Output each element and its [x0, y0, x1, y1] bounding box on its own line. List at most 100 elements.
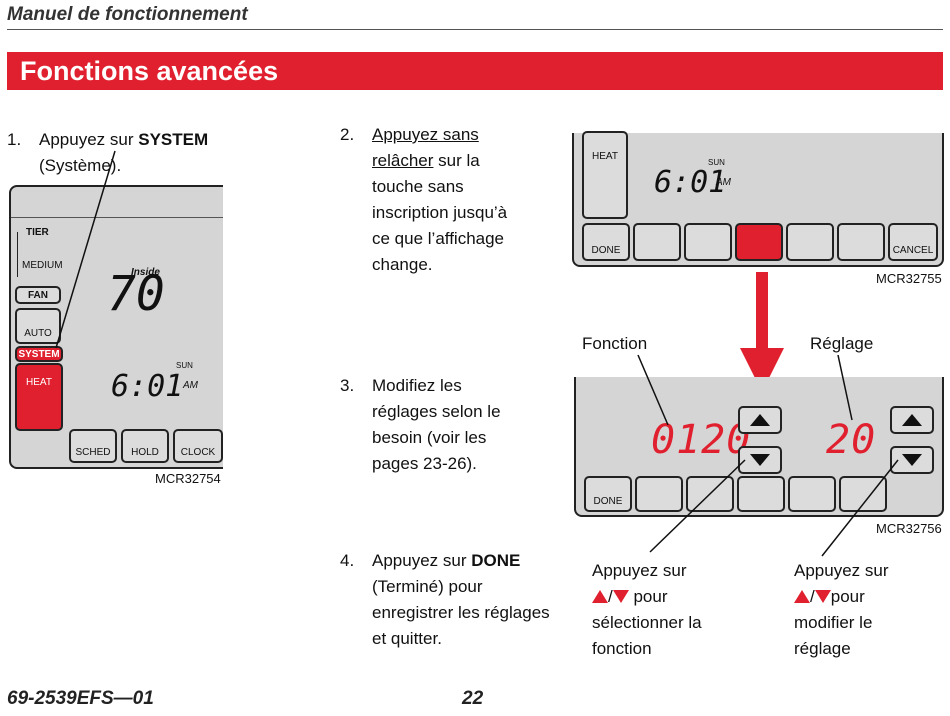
step-text: Appuyez sur DONE (Terminé) pour enregist…: [372, 548, 550, 652]
step-text-line: Appuyez sans: [372, 125, 479, 144]
step-text-line: (Terminé) pour: [372, 577, 483, 596]
step-text-part: Appuyez sur: [39, 130, 139, 149]
done-button[interactable]: DONE: [584, 476, 632, 512]
step-text-part: Appuyez sur: [372, 551, 472, 570]
triangle-up-icon: [592, 590, 608, 603]
heat-label: HEAT: [26, 377, 52, 388]
hold-button[interactable]: HOLD: [121, 429, 169, 463]
auto-label: AUTO: [24, 328, 52, 339]
step-text: Appuyez sans relâcher sur la touche sans…: [372, 122, 507, 278]
heat-mode-button[interactable]: HEAT: [582, 131, 628, 219]
thermostat-display-2: HEAT SUN 6:01 AM DONE CANCEL: [572, 131, 944, 267]
system-label: SYSTEM: [18, 348, 60, 360]
hold-label: HOLD: [131, 447, 159, 458]
step-text-line: pages 23-26).: [372, 454, 477, 473]
step-4: 4. Appuyez sur DONE (Terminé) pour enreg…: [340, 548, 580, 656]
system-keyword: SYSTEM: [138, 130, 209, 149]
done-keyword: DONE: [471, 551, 521, 570]
function-caption: Appuyez sur / pour sélectionner la fonct…: [592, 558, 762, 662]
caption-line: Appuyez sur: [592, 561, 687, 580]
system-button[interactable]: SYSTEM: [15, 346, 63, 362]
step-text-line: inscription jusqu’à: [372, 203, 508, 222]
heat-label: HEAT: [592, 151, 618, 162]
triangle-down-icon: [750, 454, 770, 466]
inside-label: Inside: [131, 267, 160, 278]
header-divider: [7, 29, 943, 30]
blank-button[interactable]: [684, 223, 732, 261]
day-label: SUN: [176, 361, 193, 370]
document-code: 69-2539EFS—01: [7, 688, 154, 709]
cancel-button[interactable]: CANCEL: [888, 223, 938, 261]
blank-button[interactable]: [839, 476, 887, 512]
section-banner: [7, 52, 943, 90]
done-label: DONE: [591, 245, 621, 256]
caption-line: sélectionner la: [592, 613, 702, 632]
clock-time: 6:01: [654, 165, 727, 200]
down-arrow-icon: [740, 272, 784, 392]
heat-mode-button[interactable]: HEAT: [15, 363, 63, 431]
clock-button[interactable]: CLOCK: [173, 429, 223, 463]
caption-line: réglage: [794, 639, 851, 658]
caption-line: Appuyez sur: [794, 561, 889, 580]
blank-button[interactable]: [737, 476, 785, 512]
setting-up-button[interactable]: [890, 406, 934, 434]
am-label: AM: [183, 380, 198, 391]
step-text-line: change.: [372, 255, 433, 274]
step-1: 1. Appuyez sur SYSTEM (Système).: [7, 127, 227, 181]
fan-button[interactable]: FAN: [15, 286, 61, 304]
blank-button[interactable]: [635, 476, 683, 512]
triangle-up-icon: [794, 590, 810, 603]
tier-bracket: [17, 232, 22, 277]
day-label: SUN: [708, 158, 725, 167]
inside-temperature: 70: [107, 266, 165, 322]
step-text-line: (Système).: [39, 156, 122, 175]
blank-button[interactable]: [686, 476, 734, 512]
caption-line: modifier le: [794, 613, 873, 632]
tier-label: TIER: [26, 227, 49, 238]
figure-code-1: MCR32754: [155, 471, 221, 486]
step-text-line: et quitter.: [372, 629, 442, 648]
unlabeled-hold-button[interactable]: [735, 223, 783, 261]
step-number: 3.: [340, 376, 355, 395]
step-text-line: Modifiez les: [372, 376, 462, 395]
step-2: 2. Appuyez sans relâcher sur la touche s…: [340, 122, 560, 282]
cancel-label: CANCEL: [892, 245, 934, 256]
step-text-line: besoin (voir les: [372, 428, 487, 447]
step-text-line: réglages selon le: [372, 402, 501, 421]
sched-button[interactable]: SCHED: [69, 429, 117, 463]
step-text: Appuyez sur SYSTEM (Système).: [39, 127, 208, 179]
step-text-line: touche sans: [372, 177, 464, 196]
step-text-part: sur la: [433, 151, 480, 170]
setting-caption: Appuyez sur /pour modifier le réglage: [794, 558, 944, 662]
triangle-down-icon: [612, 590, 629, 603]
clock-time: 6:01: [111, 369, 184, 404]
setting-value: 20: [826, 417, 877, 463]
step-text: Modifiez les réglages selon le besoin (v…: [372, 373, 501, 477]
figure-code-2: MCR32755: [876, 271, 942, 286]
triangle-down-icon: [902, 454, 922, 466]
triangle-up-icon: [750, 414, 770, 426]
triangle-up-icon: [902, 414, 922, 426]
figure-code-3: MCR32756: [876, 521, 942, 536]
blank-button[interactable]: [633, 223, 681, 261]
step-text-line: ce que l’affichage: [372, 229, 505, 248]
fan-label: FAN: [28, 290, 48, 301]
blank-button[interactable]: [786, 223, 834, 261]
done-button[interactable]: DONE: [582, 223, 630, 261]
auto-button[interactable]: AUTO: [15, 308, 61, 344]
triangle-down-icon: [814, 590, 831, 603]
step-number: 4.: [340, 551, 355, 570]
display-divider: [11, 217, 223, 218]
function-label: Fonction: [582, 334, 648, 353]
step-text-part: relâcher: [372, 151, 434, 170]
blank-button[interactable]: [788, 476, 836, 512]
page-number: 22: [462, 688, 484, 709]
step-3: 3. Modifiez les réglages selon le besoin…: [340, 373, 560, 481]
function-down-button[interactable]: [738, 446, 782, 474]
step-number: 2.: [340, 125, 355, 144]
thermostat-display-1: TIER MEDIUM FAN AUTO SYSTEM HEAT Inside …: [9, 185, 223, 469]
blank-button[interactable]: [837, 223, 885, 261]
step-number: 1.: [7, 130, 22, 149]
function-up-button[interactable]: [738, 406, 782, 434]
